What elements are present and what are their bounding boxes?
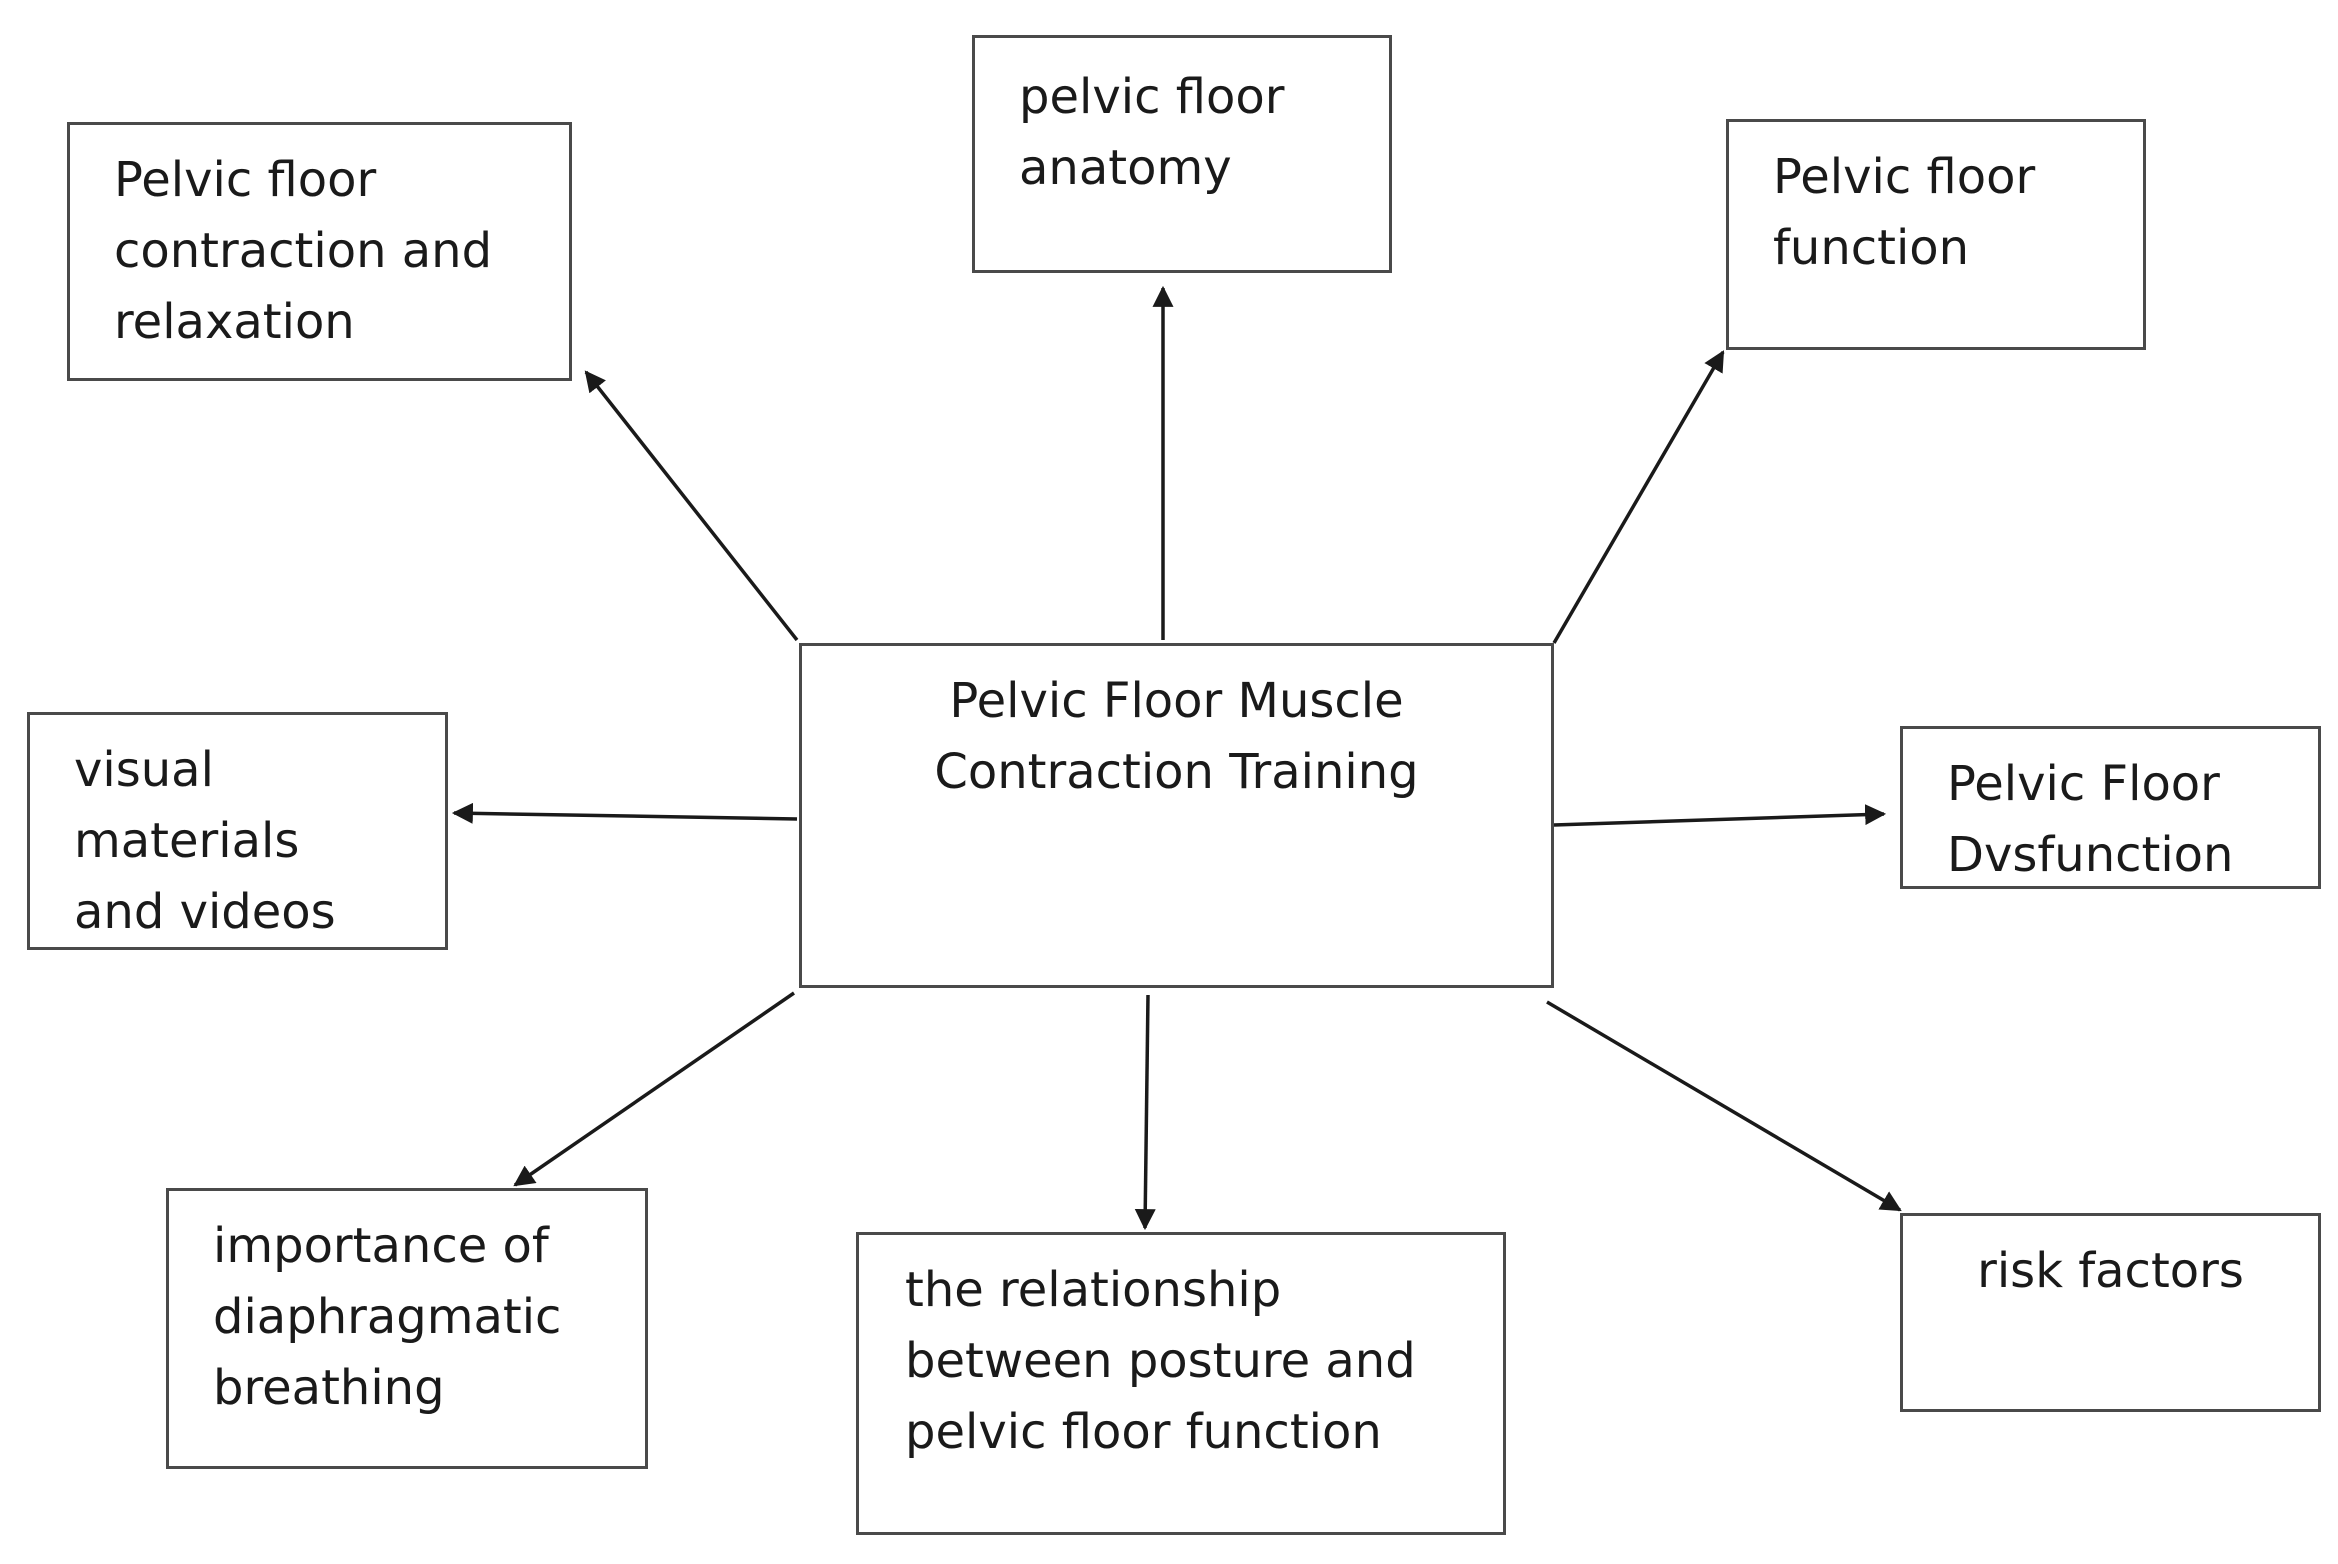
arrow-to-bottom — [1134, 994, 1156, 1231]
topic-node-function: Pelvic floor function — [1726, 119, 2146, 350]
topic-label: the relationship between posture and pel… — [905, 1262, 1416, 1460]
topic-node-diaphragmatic-breathing: importance of diaphragmatic breathing — [166, 1188, 648, 1469]
topic-node-dysfunction: Pelvic Floor Dvsfunction — [1900, 726, 2321, 889]
arrow-to-left — [451, 802, 798, 824]
topic-label: visual materials and videos — [74, 742, 336, 940]
topic-label: pelvic floor anatomy — [1019, 69, 1285, 196]
arrow-to-right — [1553, 804, 1887, 827]
center-node: Pelvic Floor Muscle Contraction Training — [799, 643, 1554, 988]
center-node-label: Pelvic Floor Muscle Contraction Training — [934, 673, 1419, 800]
topic-node-contraction-relaxation: Pelvic floor contraction and relaxation — [67, 122, 572, 381]
arrow-to-top-left — [584, 370, 799, 642]
topic-node-anatomy: pelvic floor anatomy — [972, 35, 1392, 273]
topic-label: Pelvic floor contraction and relaxation — [114, 152, 493, 350]
topic-label: importance of diaphragmatic breathing — [213, 1218, 562, 1416]
topic-node-risk-factors: risk factors — [1900, 1213, 2321, 1412]
topic-label: Pelvic Floor Dvsfunction — [1947, 756, 2234, 883]
topic-node-visual-materials: visual materials and videos — [27, 712, 448, 950]
arrow-to-top-right — [1552, 350, 1725, 644]
arrow-to-bottom-right — [1546, 1000, 1902, 1212]
arrow-to-bottom-left — [513, 991, 795, 1187]
topic-node-posture-relationship: the relationship between posture and pel… — [856, 1232, 1506, 1535]
topic-label: risk factors — [1977, 1243, 2244, 1299]
topic-label: Pelvic floor function — [1773, 149, 2036, 276]
